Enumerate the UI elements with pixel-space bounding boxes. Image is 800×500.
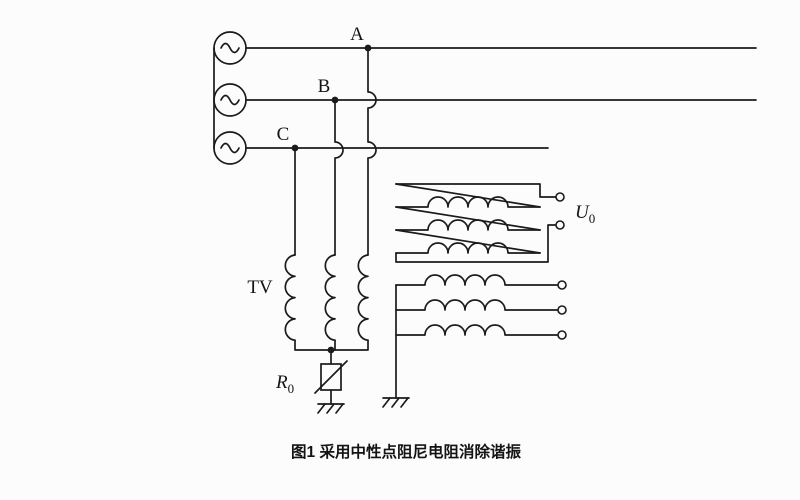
ac-source-icon — [213, 83, 247, 117]
neutral-resistor-r0: R0 — [275, 349, 348, 414]
r0-label: R0 — [275, 372, 294, 396]
ac-source-icon — [213, 31, 247, 65]
u0-terminal-icon — [555, 192, 565, 202]
winding-coil-icon — [395, 299, 559, 311]
phase-b-label: B — [318, 76, 331, 97]
winding-coil-icon — [395, 219, 541, 231]
winding-coil-icon — [395, 242, 541, 254]
phase-labels: A B C — [277, 24, 364, 145]
secondary-terminal-icon — [557, 305, 567, 315]
tv-label: TV — [247, 277, 273, 298]
ground-symbol-icon — [317, 403, 345, 414]
phase-c-label: C — [277, 124, 290, 145]
sine-wave-icon — [220, 42, 240, 54]
winding-coil-icon — [284, 254, 296, 342]
primary-drop-wires — [294, 47, 377, 256]
u0-terminal-icon — [555, 220, 565, 230]
secondary-terminal-icon — [557, 330, 567, 340]
junction-dots — [291, 44, 372, 354]
secondary-terminal-icon — [557, 280, 567, 290]
ac-source-icon — [213, 131, 247, 165]
open-delta-diagonal — [395, 183, 541, 208]
open-delta-diagonal — [395, 229, 541, 254]
winding-coil-icon — [395, 274, 559, 286]
u0-label: U0 — [575, 202, 595, 226]
open-delta-diagonal — [395, 206, 541, 231]
open-delta-bottom-rail — [395, 224, 557, 263]
ground-hatch — [317, 403, 344, 414]
ground-hatch — [382, 397, 409, 408]
ac-source-group — [213, 31, 247, 165]
ground-symbol-icon — [382, 397, 410, 408]
phase-b-drop-wire — [334, 99, 344, 256]
open-delta-winding: U0 — [395, 183, 595, 263]
figure-caption: 图1 采用中性点阻尼电阻消除谐振 — [291, 442, 521, 461]
winding-coil-icon — [324, 254, 336, 342]
sine-wave-icon — [220, 94, 240, 106]
winding-coil-icon — [395, 196, 541, 208]
sine-wave-icon — [220, 142, 240, 154]
star-secondary-windings — [382, 274, 567, 408]
tv-primary-windings: TV — [247, 254, 369, 351]
open-delta-top-rail — [395, 183, 557, 198]
resistor-diagonal-stroke — [314, 360, 348, 394]
winding-coil-icon — [395, 324, 559, 336]
phase-a-drop-wire — [367, 47, 377, 256]
phase-a-label: A — [350, 24, 364, 45]
phase-lines — [245, 47, 757, 149]
winding-coil-icon — [357, 254, 369, 342]
